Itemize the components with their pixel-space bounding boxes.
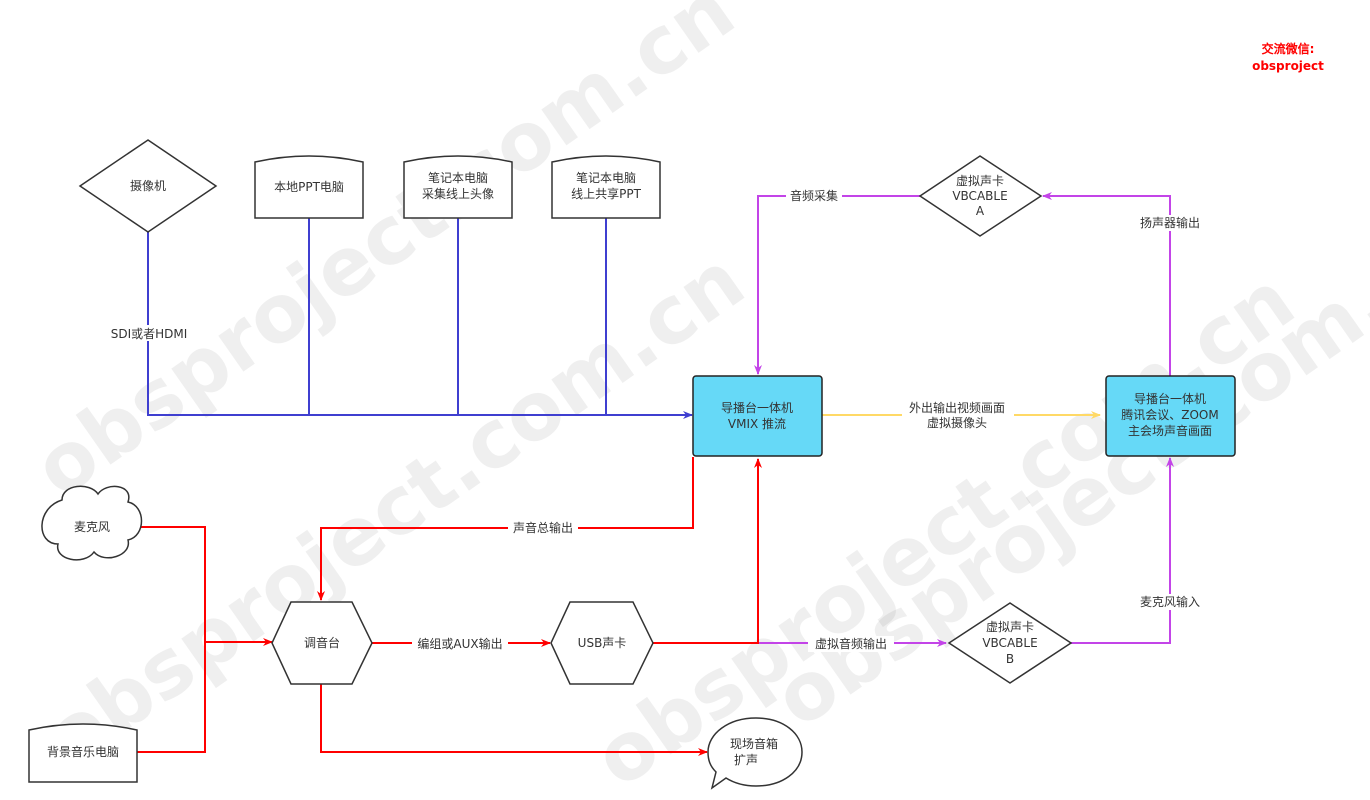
node-vbcable-a: 虚拟声卡 VBCABLE A [918, 155, 1043, 237]
edge-label-ext-out-2: 虚拟摄像头 [927, 415, 987, 430]
node-mixer: 调音台 [271, 601, 373, 685]
watermark-text: obsproject.com.cn [18, 0, 751, 516]
node-vmix-line2: VMIX 推流 [728, 417, 786, 431]
edge-vbcablea-vmix [754, 195, 920, 375]
node-laptop-avatar-line2: 采集线上头像 [422, 186, 494, 201]
node-vbcable-a-line3: A [976, 204, 985, 218]
edge-label-mic-in: 麦克风输入 [1140, 594, 1200, 609]
node-laptop-ppt-line1: 笔记本电脑 [576, 170, 636, 185]
node-mixer-label: 调音台 [304, 635, 340, 650]
edge-label-ext-out-1: 外出输出视频画面 [909, 400, 1005, 415]
edge-label-group-aux: 编组或AUX输出 [417, 636, 502, 651]
edge-label-speaker-out: 扬声器输出 [1140, 215, 1200, 230]
node-usb-card-label: USB声卡 [578, 636, 627, 650]
edge-label-virt-audio-out: 虚拟音频输出 [815, 636, 887, 651]
node-mic-label: 麦克风 [74, 520, 110, 534]
contact-label: 交流微信: [1262, 41, 1315, 56]
node-speaker-line1: 现场音箱 [730, 736, 778, 751]
node-usb-card: USB声卡 [550, 601, 654, 685]
node-laptop-avatar: 笔记本电脑 采集线上头像 [403, 155, 513, 219]
node-mic: 麦克风 [41, 485, 143, 561]
node-vbcable-b-line1: 虚拟声卡 [986, 620, 1034, 634]
node-bgm-pc: 背景音乐电脑 [28, 723, 138, 783]
virtual-audio-edges [754, 192, 1174, 647]
node-vbcable-b: 虚拟声卡 VBCABLE B [947, 602, 1073, 684]
node-local-ppt-label: 本地PPT电脑 [274, 180, 344, 194]
video-edges [147, 218, 693, 419]
edge-camera-vmix [147, 232, 693, 419]
node-speaker-line2: 扩声 [734, 753, 758, 767]
node-bgm-pc-label: 背景音乐电脑 [47, 744, 119, 759]
watermark-text: obsproject.com.cn [758, 193, 1370, 745]
node-vbcable-b-line3: B [1006, 652, 1014, 666]
node-laptop-ppt: 笔记本电脑 线上共享PPT [551, 155, 661, 219]
node-vbcable-b-line2: VBCABLE [982, 636, 1037, 650]
node-laptop-avatar-line1: 笔记本电脑 [428, 170, 488, 185]
edge-label-sdi: SDI或者HDMI [111, 327, 188, 341]
edge-mic-mixer [138, 526, 273, 646]
node-local-ppt: 本地PPT电脑 [254, 155, 364, 219]
node-meeting-line3: 主会场声音画面 [1128, 423, 1212, 438]
edge-usb-vmix [653, 458, 762, 644]
node-vbcable-a-line2: VBCABLE [952, 189, 1007, 203]
node-laptop-ppt-line2: 线上共享PPT [571, 186, 641, 201]
node-camera-label: 摄像机 [130, 178, 166, 193]
node-meeting-line2: 腾讯会议、ZOOM [1121, 407, 1218, 422]
contact-id: obsproject [1252, 59, 1324, 73]
edge-mixer-speaker [320, 684, 708, 756]
edge-vmix-mixer [317, 457, 694, 601]
edge-vbcableb-meeting [1071, 457, 1174, 644]
node-vmix-line1: 导播台一体机 [721, 400, 793, 415]
node-vmix: 导播台一体机 VMIX 推流 [692, 375, 823, 457]
node-meeting: 导播台一体机 腾讯会议、ZOOM 主会场声音画面 [1105, 375, 1236, 457]
node-speaker: 现场音箱 扩声 [707, 717, 803, 790]
edge-label-master-out: 声音总输出 [513, 520, 573, 535]
node-vbcable-a-line1: 虚拟声卡 [956, 174, 1004, 188]
edge-label-audio-capture: 音频采集 [790, 188, 838, 203]
node-meeting-line1: 导播台一体机 [1134, 391, 1206, 406]
node-camera: 摄像机 [78, 139, 218, 233]
edge-bgm-mixer [137, 640, 206, 753]
edge-meeting-vbcablea [1042, 192, 1171, 376]
